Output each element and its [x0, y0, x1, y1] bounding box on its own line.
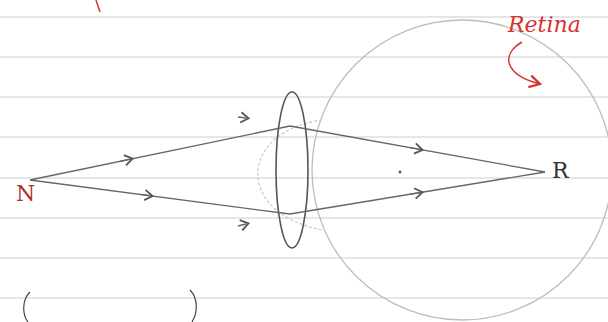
red-mark: [96, 0, 100, 12]
retina-pointer: [509, 42, 540, 84]
light-rays: [30, 117, 545, 226]
centre-dot: [399, 171, 402, 174]
ruled-lines: [0, 17, 608, 298]
point-label: R: [552, 160, 569, 182]
eye-lens: [276, 92, 308, 248]
part-label: Retina: [508, 14, 581, 36]
bracket: [190, 290, 196, 322]
bracket: [24, 292, 30, 322]
eyeball-outline: [312, 20, 608, 320]
point-label: N: [16, 183, 35, 205]
